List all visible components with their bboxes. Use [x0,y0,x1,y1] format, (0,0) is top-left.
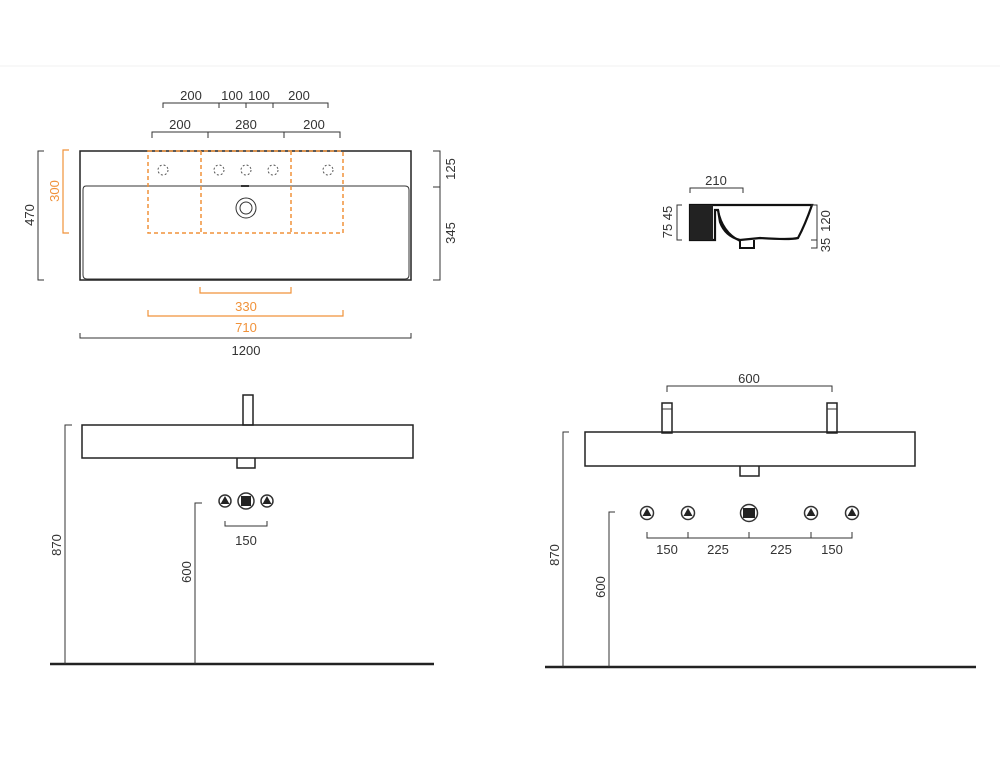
dim-second-1: 200 [169,117,191,132]
dim-height-pipes: 600 [179,561,194,583]
faucet-icon [826,402,838,434]
dim-faucet-spacing: 600 [738,371,760,386]
dim-section-width: 210 [705,173,727,188]
dim-section-right: 120 [818,210,833,232]
plan-view: 200 100 100 200 200 280 200 470 300 125 … [22,88,458,358]
dim-pipe-spacing-4: 150 [821,542,843,557]
dim-top-1: 200 [180,88,202,103]
sink-front [81,424,414,459]
tap-hole-icon [157,164,169,176]
dim-inner-width: 330 [235,299,257,314]
tap-holes [157,164,334,176]
front-view-single-tap: 870 600 150 [49,394,434,666]
dim-section-drain: 35 [818,238,833,252]
dim-section-left: 75 45 [660,206,675,239]
dim-total-width: 1200 [232,343,261,358]
dim-cabinet-width: 710 [235,320,257,335]
tap-hole-icon [267,164,279,176]
dim-top-2: 100 [221,88,243,103]
dim-pipe-spacing-2: 225 [707,542,729,557]
faucet-icon [242,394,254,426]
dim-height-pipes: 600 [593,576,608,598]
front-view-double-tap: 600 870 600 150 225 225 150 [545,371,976,669]
dim-basin-depth: 345 [443,222,458,244]
dim-top-3: 100 [248,88,270,103]
cabinet-outline [147,150,344,234]
drain-icon [235,197,257,219]
dim-pipe-spacing: 150 [235,533,257,548]
dim-second-2: 280 [235,117,257,132]
tap-hole-icon [322,164,334,176]
tap-hole-icon [213,164,225,176]
dim-height-top: 870 [547,544,562,566]
dim-cabinet-depth: 300 [47,180,62,202]
sink-outline [79,150,412,281]
dim-deck-depth: 125 [443,158,458,180]
pipe-connections [639,503,860,523]
basin-outline [82,185,410,280]
dim-pipe-spacing-3: 225 [770,542,792,557]
dim-height-top: 870 [49,534,64,556]
tap-hole-icon [240,164,252,176]
dim-pipe-spacing-1: 150 [656,542,678,557]
section-view: 210 75 45 120 35 [660,173,833,252]
dim-top-4: 200 [288,88,310,103]
dim-depth-total: 470 [22,204,37,226]
faucet-icon [661,402,673,434]
pipe-connections [218,492,274,510]
sink-front [584,431,916,467]
dim-second-3: 200 [303,117,325,132]
